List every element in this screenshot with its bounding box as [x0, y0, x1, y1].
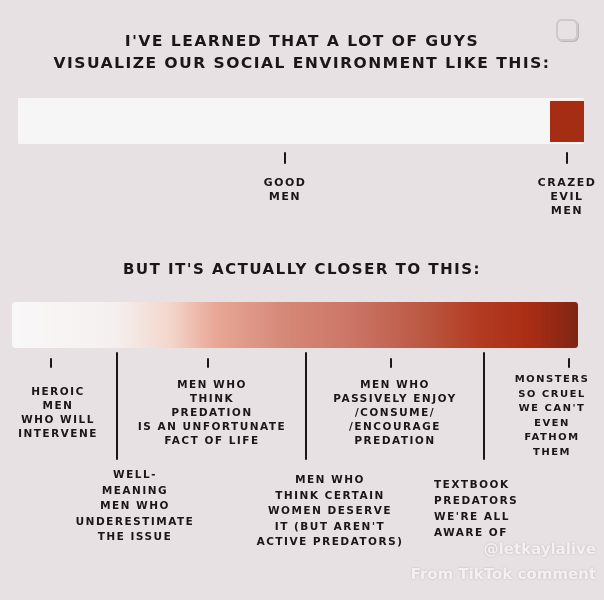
subheader: BUT IT'S ACTUALLY CLOSER TO THIS:	[122, 260, 482, 278]
separator-2	[305, 352, 307, 460]
separator-3	[483, 352, 485, 460]
watermark-handle: @letkaylalive	[483, 540, 596, 558]
header-line-2: VISUALIZE OUR SOCIAL ENVIRONMENT LIKE TH…	[53, 54, 551, 72]
label-certain-women-deserve-it: MEN WHO THINK CERTAIN WOMEN DESERVE IT (…	[256, 474, 404, 548]
separator-1	[116, 352, 118, 460]
tick-crazed-evil-men	[566, 152, 568, 164]
label-textbook-predators: TEXTBOOK PREDATORS WE'RE ALL AWARE OF	[434, 479, 519, 539]
watermark-source: From TikTok comment	[410, 565, 596, 583]
tick-good-men	[284, 152, 286, 164]
tick-predation-fact	[207, 358, 209, 368]
perceived-evil-segment	[550, 101, 584, 142]
tick-monsters	[568, 358, 570, 368]
label-heroic-men: HEROIC MEN WHO WILL INTERVENE	[18, 386, 98, 440]
corner-checkbox-icon	[556, 19, 578, 41]
actual-scale-gradient-bar	[12, 302, 578, 348]
perceived-scale-bar	[18, 98, 584, 144]
label-predation-fact-of-life: MEN WHO THINK PREDATION IS AN UNFORTUNAT…	[137, 379, 287, 447]
label-good-men: GOOD MEN	[263, 176, 307, 203]
label-monsters: MONSTERS SO CRUEL WE CAN'T EVEN FATHOM T…	[514, 374, 590, 458]
header-line-1: I'VE LEARNED THAT A LOT OF GUYS	[124, 32, 480, 50]
tick-heroic	[50, 358, 52, 368]
label-crazed-evil-men: CRAZED EVIL MEN	[537, 176, 597, 217]
label-well-meaning-men: WELL- MEANING MEN WHO UNDERESTIMATE THE …	[75, 469, 195, 543]
label-passive-predation: MEN WHO PASSIVELY ENJOY /CONSUME/ /ENCOU…	[333, 379, 457, 447]
tick-passive	[390, 358, 392, 368]
